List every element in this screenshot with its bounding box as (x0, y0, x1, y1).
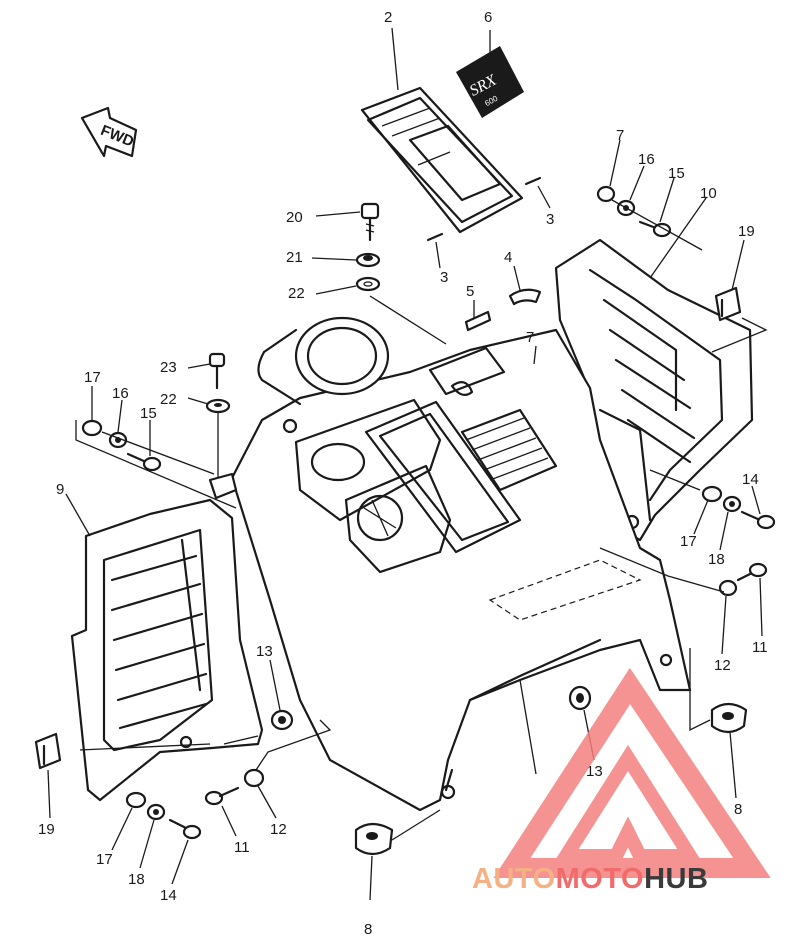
washer-17-right (701, 485, 723, 503)
callout-9: 9 (56, 481, 64, 498)
nut-18-right (722, 495, 742, 513)
screw-20 (360, 202, 380, 242)
callout-7: 7 (616, 127, 624, 144)
part-lid (360, 86, 524, 234)
part-4 (508, 288, 542, 306)
bolt-11-left (204, 786, 240, 806)
callout-10: 10 (700, 185, 717, 202)
bolt-14-right (740, 510, 776, 530)
callout-11: 11 (234, 839, 250, 856)
callout-19: 19 (38, 821, 55, 838)
callout-5: 5 (466, 283, 474, 300)
watermark-hub: HUB (644, 863, 708, 895)
callout-22: 22 (160, 391, 177, 408)
part-clip-left (34, 732, 62, 770)
grommet-13-right (568, 685, 592, 711)
callout-4: 4 (504, 249, 512, 266)
pin-right (524, 176, 542, 186)
callout-7: 7 (526, 329, 534, 346)
part-clip-right (714, 286, 742, 322)
callout-19: 19 (738, 223, 755, 240)
callout-14: 14 (160, 887, 177, 904)
watermark-text: AUTOMOTOHUB (472, 863, 708, 895)
pin-left (426, 232, 444, 242)
washer-7-right (596, 185, 616, 203)
bolt-14-bottom (168, 818, 202, 840)
watermark-moto: MOTO (556, 863, 644, 895)
bolt-15-right (638, 220, 672, 238)
watermark-auto: AUTO (472, 863, 556, 895)
callout-6: 6 (484, 9, 492, 26)
nut-21 (355, 252, 381, 268)
damper-8-right (710, 702, 748, 734)
nut-18-bottom (146, 803, 166, 821)
part-badge: SRX 600 (456, 46, 524, 118)
washer-22-top (355, 276, 381, 292)
svg-text:AUTOMOTOHUB: AUTOMOTOHUB (472, 863, 708, 895)
callout-3: 3 (440, 269, 448, 286)
part-tab-left (208, 472, 238, 500)
callout-15: 15 (140, 405, 157, 422)
grommet-13-left (270, 709, 294, 731)
callout-23: 23 (160, 359, 177, 376)
callout-3: 3 (546, 211, 554, 228)
callout-2: 2 (384, 9, 392, 26)
watermark-logo-icon (493, 667, 771, 878)
washer-12-left (243, 768, 265, 788)
callout-12: 12 (714, 657, 731, 674)
callout-15: 15 (668, 165, 685, 182)
callout-13: 13 (256, 643, 273, 660)
callout-11: 11 (752, 639, 768, 656)
callout-14: 14 (742, 471, 759, 488)
callout-17: 17 (680, 533, 697, 550)
washer-17-bottom (125, 791, 147, 809)
washer-22-left (205, 398, 231, 414)
callout-8: 8 (364, 921, 372, 938)
connection-lines (75, 199, 768, 841)
callout-labels: 2 6 3 3 7 16 15 10 19 20 21 22 4 5 7 23 … (38, 9, 768, 938)
damper-8-bottom (354, 822, 394, 856)
callout-20: 20 (286, 209, 303, 226)
washer-17-left (81, 419, 103, 437)
callout-17: 17 (96, 851, 113, 868)
callout-18: 18 (128, 871, 145, 888)
fwd-arrow-icon: FWD (80, 106, 138, 158)
bolt-15-left (126, 452, 162, 472)
screw-23 (208, 352, 226, 390)
callout-12: 12 (270, 821, 287, 838)
callout-18: 18 (708, 551, 725, 568)
callout-16: 16 (112, 385, 129, 402)
part-5 (464, 310, 492, 332)
callout-8: 8 (734, 801, 742, 818)
callout-16: 16 (638, 151, 655, 168)
callout-17: 17 (84, 369, 101, 386)
callout-21: 21 (286, 249, 303, 266)
callout-13: 13 (586, 763, 603, 780)
callout-22: 22 (288, 285, 305, 302)
part-left-duct (70, 498, 264, 802)
bolt-11-right (736, 562, 768, 582)
part-main-cover (230, 316, 692, 812)
washer-12-right (718, 579, 738, 597)
